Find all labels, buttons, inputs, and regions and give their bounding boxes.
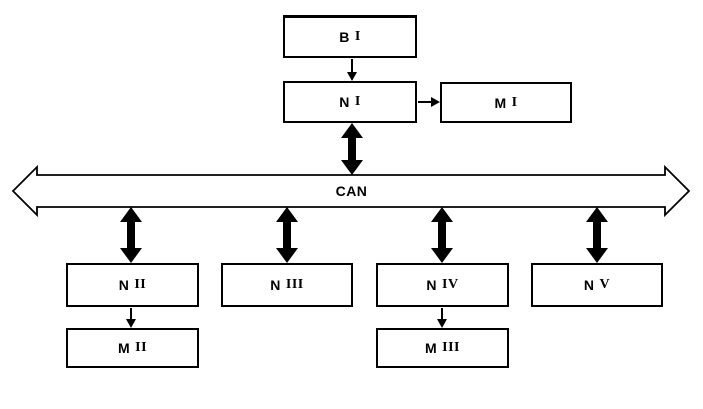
node-label-prefix: N <box>339 94 350 110</box>
double-arrow-can-n5 <box>586 207 608 263</box>
node-label-prefix: N <box>583 277 595 293</box>
node-label-numeral: IV <box>442 277 459 292</box>
node-label-numeral: V <box>599 277 611 292</box>
node-box-m2: M II <box>66 328 199 368</box>
node-label-numeral: II <box>134 277 147 292</box>
node-box-n2: N II <box>66 263 199 307</box>
node-box-m1: M I <box>440 82 572 123</box>
node-label-numeral: III <box>442 340 461 355</box>
node-label-prefix: M <box>494 94 507 111</box>
node-label-prefix: B <box>339 29 350 45</box>
node-box-n4: N IV <box>376 263 509 307</box>
can-bus-label: CAN <box>335 183 368 199</box>
node-box-b1: B I <box>283 15 417 58</box>
node-label-prefix: N <box>118 277 130 293</box>
node-label-prefix: M <box>117 340 131 356</box>
node-label-numeral: II <box>135 340 148 355</box>
arrow-n1-m1 <box>418 97 440 107</box>
node-box-m3: M III <box>376 328 509 368</box>
node-label-numeral: I <box>354 94 361 109</box>
arrow-n4-m3 <box>437 308 447 328</box>
node-box-n5: N V <box>531 263 663 307</box>
arrow-n2-m2 <box>126 308 136 328</box>
double-arrow-can-n4 <box>431 207 453 263</box>
node-label-numeral: III <box>285 277 304 292</box>
node-label-prefix: M <box>424 340 438 356</box>
double-arrow-can-n3 <box>276 207 298 263</box>
double-arrow-n1-can <box>341 123 363 175</box>
can-bus-arrow <box>11 164 691 218</box>
arrow-b1-n1 <box>347 59 357 81</box>
node-label-prefix: N <box>426 277 438 293</box>
node-box-n1: N I <box>283 81 417 123</box>
node-label-prefix: N <box>270 277 281 293</box>
node-label-numeral: I <box>354 29 361 44</box>
node-label-numeral: I <box>511 94 518 110</box>
double-arrow-can-n2 <box>120 207 142 263</box>
node-box-n3: N III <box>221 263 353 307</box>
